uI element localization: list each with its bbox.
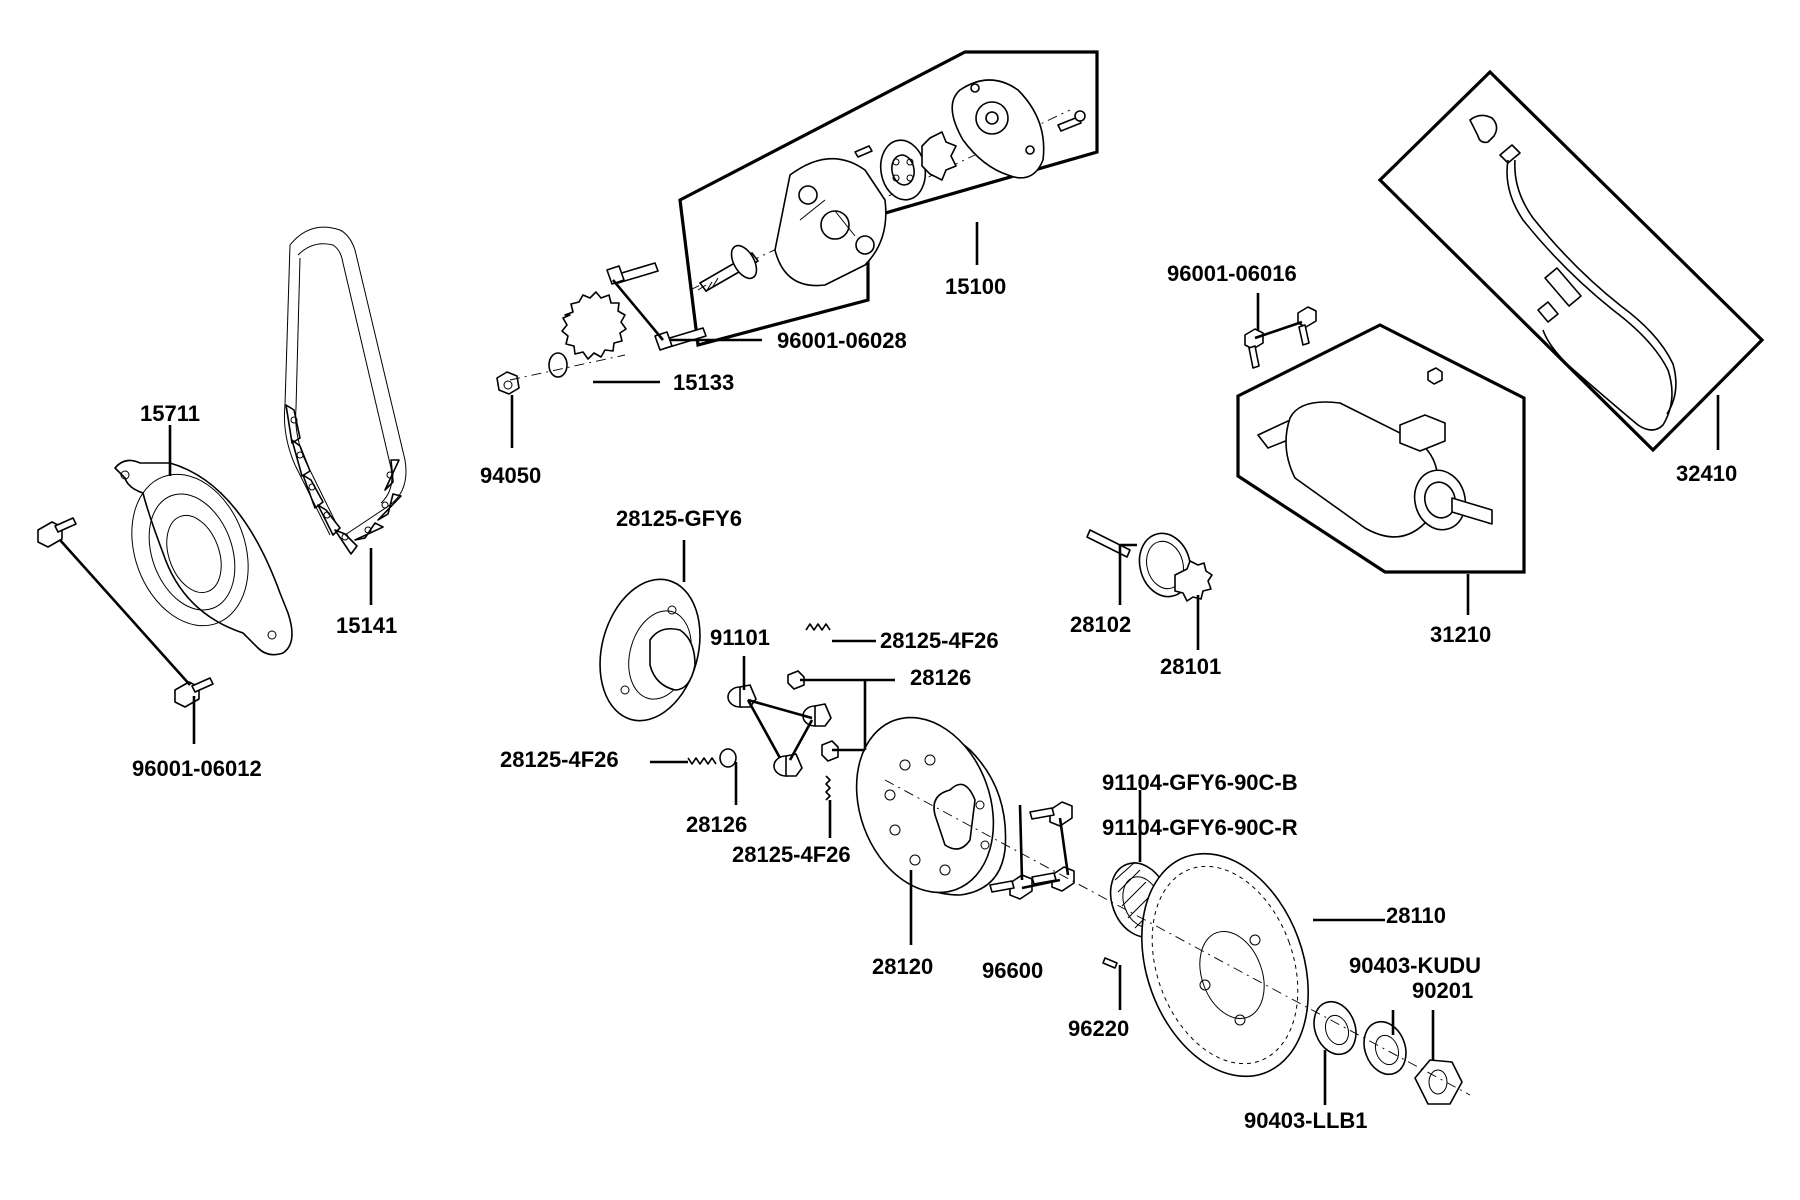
oil-pump-box-outline bbox=[678, 50, 1099, 348]
drive-chain bbox=[284, 226, 407, 555]
clutch-plunger-upper bbox=[787, 670, 805, 690]
clutch-housing-bolts bbox=[989, 801, 1075, 900]
part-label-15141: 15141 bbox=[336, 613, 398, 638]
pump-bolts bbox=[606, 262, 707, 351]
pump-body bbox=[774, 157, 887, 287]
starter-driven-gear bbox=[1141, 852, 1309, 1078]
clutch-spring-upper bbox=[805, 623, 831, 631]
part-label-90201: 90201 bbox=[1412, 978, 1474, 1003]
cable-boot bbox=[1469, 114, 1498, 144]
oil-pump-assembly-group bbox=[678, 50, 1099, 348]
thrust-washer bbox=[1313, 1000, 1357, 1056]
starter-motor-group bbox=[1236, 323, 1526, 574]
part-label-28125-GFY6: 28125-GFY6 bbox=[616, 506, 742, 531]
starter-terminal bbox=[1399, 414, 1446, 452]
starter-cable-group bbox=[1377, 69, 1765, 453]
cable-terminal-bottom bbox=[1544, 267, 1582, 307]
pump-cover-screw bbox=[1057, 116, 1082, 132]
part-label-91104-GFY6-90C-R: 91104-GFY6-90C-R bbox=[1102, 815, 1298, 840]
part-label-28120: 28120 bbox=[872, 954, 934, 979]
part-label-96001-06028: 96001-06028 bbox=[777, 328, 907, 353]
part-label-28101: 28101 bbox=[1160, 654, 1222, 679]
starter-bolts bbox=[1244, 306, 1317, 369]
clutch-spring-left bbox=[687, 757, 717, 765]
part-label-31210: 31210 bbox=[1430, 622, 1492, 647]
part-label-15133: 15133 bbox=[673, 370, 735, 395]
clutch-spring-right bbox=[825, 775, 831, 801]
pump-rotor bbox=[879, 139, 927, 201]
part-label-96600: 96600 bbox=[982, 958, 1044, 983]
part-label-32410: 32410 bbox=[1676, 461, 1738, 486]
part-label-96220: 96220 bbox=[1068, 1016, 1130, 1041]
spacer-washer bbox=[1363, 1020, 1407, 1076]
pump-pin bbox=[854, 145, 873, 158]
drive-sprocket bbox=[548, 291, 627, 378]
part-label-28125-4F26-left: 28125-4F26 bbox=[500, 747, 619, 772]
starter-shaft bbox=[1451, 497, 1493, 525]
pump-shaft bbox=[697, 244, 759, 293]
one-way-clutch-housing bbox=[855, 716, 1007, 896]
part-label-91104-GFY6-90C-B: 91104-GFY6-90C-B bbox=[1102, 770, 1298, 795]
part-label-96001-06012: 96001-06012 bbox=[132, 756, 262, 781]
clutch-rollers bbox=[727, 684, 832, 777]
guide-plate-bolts bbox=[37, 517, 214, 708]
bearing-key-pin bbox=[1102, 957, 1118, 969]
part-label-28102: 28102 bbox=[1070, 612, 1132, 637]
starter-box-outline bbox=[1236, 323, 1526, 574]
sprocket-nut bbox=[496, 371, 520, 395]
part-label-90403-LLB1: 90403-LLB1 bbox=[1244, 1108, 1368, 1133]
part-label-15100: 15100 bbox=[945, 274, 1007, 299]
part-label-28126-upper: 28126 bbox=[910, 665, 972, 690]
clutch-plunger-left bbox=[719, 748, 737, 768]
part-label-28125-4F26-lower: 28125-4F26 bbox=[732, 842, 851, 867]
starter-terminal-bolt bbox=[1427, 367, 1443, 385]
starter-clutch-plate bbox=[599, 578, 701, 722]
part-label-28125-4F26-upper: 28125-4F26 bbox=[880, 628, 999, 653]
idler-gear bbox=[1138, 532, 1213, 602]
flange-nut bbox=[1414, 1059, 1463, 1105]
part-label-15711: 15711 bbox=[140, 401, 200, 426]
idler-shaft bbox=[1086, 529, 1131, 558]
cable-terminal-top bbox=[1499, 144, 1521, 164]
part-label-90403-KUDU: 90403-KUDU bbox=[1349, 953, 1482, 978]
pump-cover bbox=[951, 79, 1045, 179]
clutch-plunger-right bbox=[821, 740, 839, 762]
chain-guide-plate bbox=[114, 459, 293, 656]
pump-star-rotor bbox=[921, 131, 957, 181]
part-label-28126-lower: 28126 bbox=[686, 812, 748, 837]
part-label-94050: 94050 bbox=[480, 463, 542, 488]
part-label-96001-06016: 96001-06016 bbox=[1167, 261, 1297, 286]
cable-box-outline bbox=[1377, 69, 1765, 453]
part-label-28110: 28110 bbox=[1386, 903, 1446, 928]
part-label-91101: 91101 bbox=[710, 625, 770, 650]
